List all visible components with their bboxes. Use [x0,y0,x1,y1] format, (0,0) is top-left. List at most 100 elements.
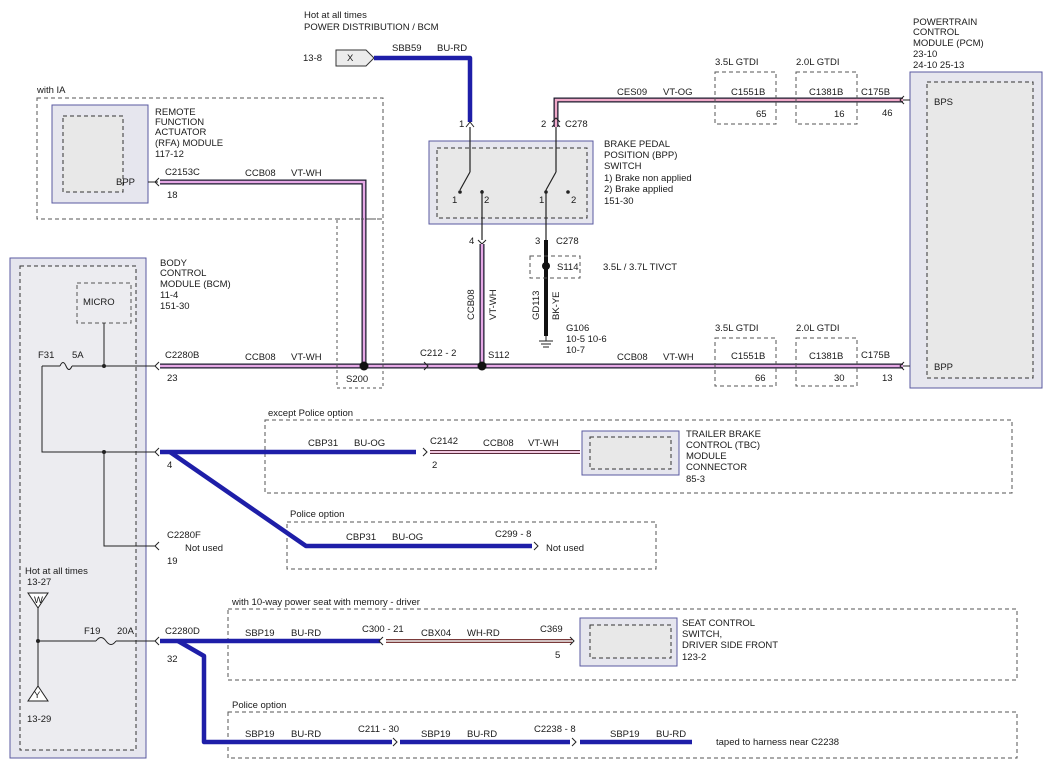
svg-text:MODULE (BCM): MODULE (BCM) [160,279,231,290]
svg-text:CONTROL: CONTROL [913,27,959,38]
svg-text:SWITCH: SWITCH [604,161,642,172]
power-hot-label: Hot at all times [304,10,367,21]
bpp-c278-top: C278 [565,119,588,130]
wire-police1-cbp31 [168,450,532,549]
bpp-mark-1 [465,121,475,128]
pcm-top-c1381b: C1381B [809,87,843,98]
bcm-c2280f-pin: 19 [167,556,178,567]
power-x-label: X [347,53,354,64]
police1-note: Not used [546,543,584,554]
police1-connector: C299 - 8 [495,529,531,540]
bpp-sw-l2: 2 [484,195,489,206]
bcm-title: BODY CONTROL MODULE (BCM) 11-4 151-30 [160,258,231,312]
seat-color-mid: WH-RD [467,628,500,639]
node-tbc [102,450,106,454]
rfa-pin-label: BPP [116,177,135,188]
mid-circuit-right: CCB08 [617,352,648,363]
bpp-switch-inner [436,147,588,219]
mid-gtdi35: 3.5L GTDI [715,323,758,334]
pcm-bpp: BPP [934,362,953,373]
c212-mark [423,361,429,371]
bpp-switch-right [545,127,557,240]
svg-text:POSITION (BPP): POSITION (BPP) [604,150,677,161]
s200-box [336,218,384,389]
mid-c1381b: C1381B [809,351,843,362]
mid-gtdi20: 2.0L GTDI [796,323,839,334]
police2-c211: C211 - 30 [358,724,399,735]
pcm-top-gtdi20: 2.0L GTDI [796,57,839,68]
bpp-wire-left-circuit: CCB08 [466,289,477,320]
pcm-top-box-35 [714,71,777,125]
svg-text:BODY: BODY [160,258,188,269]
s114-label: S114 [557,262,578,273]
tbc-connector: C2142 [430,436,458,447]
svg-text:SEAT CONTROL: SEAT CONTROL [682,618,755,629]
bcm-internal-wiring-2 [37,608,155,686]
bpp-title: BRAKE PEDAL POSITION (BPP) SWITCH 1) Bra… [604,139,692,207]
mid-circuit-left: CCB08 [245,352,276,363]
power-x-connector [335,49,375,67]
rfa-connector: C2153C [165,167,200,178]
pcm-top-pin35: 65 [756,109,767,120]
bcm-pin1: 23 [167,373,178,384]
bcm-fuse2: F19 [84,626,100,637]
bcm-c2280d-mark [154,636,160,646]
svg-text:24-10 25-13: 24-10 25-13 [913,60,964,71]
bcm-connector2: C2280D [165,626,200,637]
seat-c369-mark [569,636,575,646]
bcm-fuse2-rating: 20A [117,626,135,637]
pcm-module-inner [926,81,1034,379]
wire-ces09-outer [553,97,903,127]
seat-circuit-left: SBP19 [245,628,275,639]
police2-group-box [227,711,1018,759]
bcm-pin2: 32 [167,654,178,665]
mid-c175b: C175B [861,350,890,361]
svg-text:CONNECTOR: CONNECTOR [686,462,747,473]
svg-text:23-10: 23-10 [913,49,937,60]
bcm-connector1: C2280B [165,350,199,361]
ces09-top-mark [551,117,561,123]
svg-text:117-12: 117-12 [155,149,184,160]
ground-label: G106 [566,323,589,334]
bcm-w-label: W [34,595,43,606]
tbc-color-left: BU-OG [354,438,385,449]
seat-group-box [227,608,1018,681]
fuse-f19 [95,637,117,645]
power-color: BU-RD [437,43,467,54]
seat-circuit-mid: CBX04 [421,628,451,639]
police1-group-box [286,521,657,570]
mid-pin20: 30 [834,373,845,384]
bcm-module-inner [19,265,137,751]
ces09-circuit: CES09 [617,87,647,98]
bpp-pin1: 1 [459,119,464,130]
fuse-f31 [59,362,73,370]
bpp-contact-l1 [458,190,462,194]
seat-group-label: with 10-way power seat with memory - dri… [231,597,420,608]
bcm-y-ref: 13-29 [27,714,51,725]
bpp-wire-left-color: VT-WH [488,289,499,320]
police2-c2238: C2238 - 8 [534,724,576,735]
svg-text:POWERTRAIN: POWERTRAIN [913,17,977,28]
s200-label: S200 [346,374,368,385]
svg-text:151-30: 151-30 [160,301,190,312]
bpp-pin4: 4 [469,236,474,247]
police2-color1: BU-RD [291,729,321,740]
power-dist-label: POWER DISTRIBUTION / BCM [304,22,439,33]
bpp-contact-l2 [480,190,484,194]
pcm-top-c1551b: C1551B [731,87,765,98]
mid-pin35: 66 [755,373,766,384]
mid-pin-c175: 13 [882,373,893,384]
bcm-c2280f-note: Not used [185,543,223,554]
power-ref: 13-8 [303,53,322,64]
pcm-top-mark [899,95,905,105]
rfa-color: VT-WH [291,168,322,179]
svg-text:FUNCTION: FUNCTION [155,117,204,128]
bcm-micro: MICRO [83,297,115,308]
tbc-pin: 2 [432,460,437,471]
bcm-c2280f: C2280F [167,530,201,541]
svg-text:CONTROL (TBC): CONTROL (TBC) [686,440,760,451]
ces09-color: VT-OG [663,87,693,98]
bpp-contact-r2 [566,190,570,194]
pcm-bps: BPS [934,97,953,108]
s114-note: 3.5L / 3.7L TIVCT [603,262,677,273]
